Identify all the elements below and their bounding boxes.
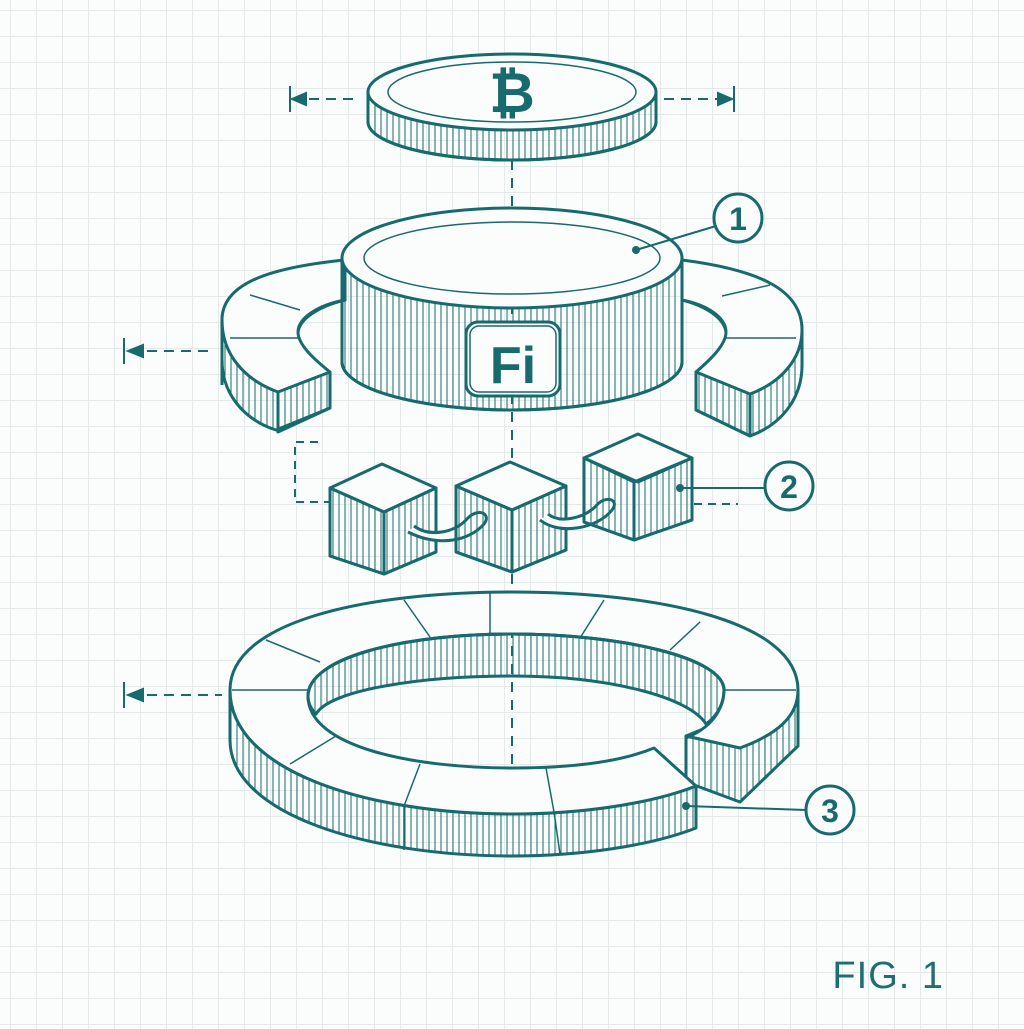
callout-3: 3 xyxy=(682,784,856,836)
left-offset-arrow-lower xyxy=(123,682,222,708)
coin-symbol-icon: ₿ xyxy=(489,61,535,124)
callout-3-number: 3 xyxy=(821,793,839,829)
coin-dimension-arrows xyxy=(289,86,735,112)
callout-2: 2 xyxy=(676,460,815,512)
right-arc-segment xyxy=(680,258,804,438)
coin-top-component xyxy=(366,52,658,162)
fi-logo-text: Fi xyxy=(490,337,536,395)
left-offset-arrow-upper xyxy=(123,338,214,364)
left-arc-segment xyxy=(220,258,347,434)
callout-1-number: 1 xyxy=(729,201,747,237)
chain-block-3 xyxy=(582,432,694,542)
callout-2-number: 2 xyxy=(780,469,798,505)
chain-block-1 xyxy=(328,462,438,576)
bottom-ring-component xyxy=(228,590,800,858)
figure-label: FIG. 1 xyxy=(832,955,944,997)
chain-blocks-component xyxy=(294,432,738,576)
callout-1: 1 xyxy=(632,192,764,254)
fi-logo-badge: Fi xyxy=(464,320,562,398)
